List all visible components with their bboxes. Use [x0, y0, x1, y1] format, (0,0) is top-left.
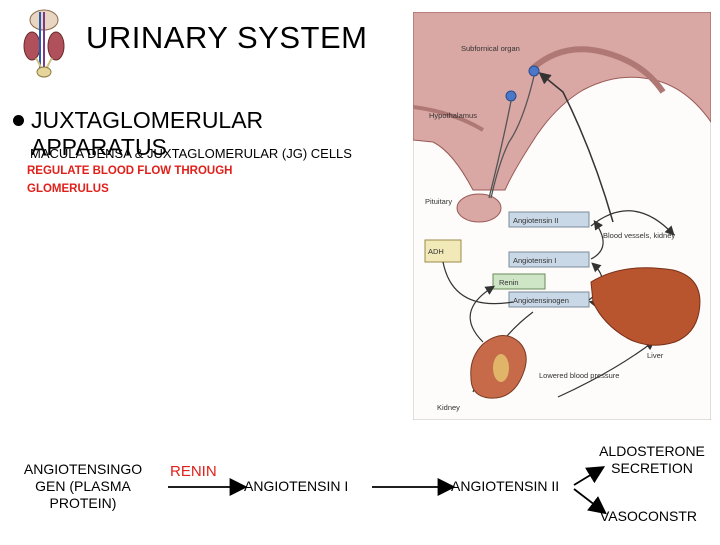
- kidney-anatomy-icon: [14, 6, 74, 78]
- flow-angiotensin-1: ANGIOTENSIN I: [244, 478, 349, 494]
- liver-label: Liver: [647, 351, 664, 360]
- kidney-label: Kidney: [437, 403, 460, 412]
- renin-angiotensin-diagram: Subfornical organ Hypothalamus Pituitary…: [412, 11, 712, 421]
- subfornical-dot: [528, 65, 540, 77]
- hypothalamus-dot: [505, 90, 517, 102]
- adh-label: ADH: [428, 247, 444, 256]
- hypothalamus-label: Hypothalamus: [429, 111, 477, 120]
- angiotensin1-label: Angiotensin I: [513, 256, 556, 265]
- page-title: URINARY SYSTEM: [86, 20, 368, 55]
- pituitary-gland: [456, 193, 502, 223]
- blood-vessels-label: Blood vessels, kidney: [603, 231, 675, 240]
- liver-shape: [590, 267, 701, 346]
- renin-label: Renin: [499, 278, 519, 287]
- subfornical-label: Subfornical organ: [461, 44, 520, 53]
- flow-renin: RENIN: [170, 463, 217, 480]
- flow-vasoconstriction: VASOCONSTR: [600, 508, 697, 524]
- brain-shape: [412, 11, 712, 191]
- pituitary-label: Pituitary: [425, 197, 452, 206]
- bullet-icon: [13, 115, 24, 126]
- regulate-text-line2: GLOMERULUS: [27, 183, 109, 195]
- section-heading: JUXTAGLOMERULAR: [31, 107, 264, 133]
- flow-angiotensin-2: ANGIOTENSIN II: [451, 478, 560, 494]
- angiotensinogen-label: Angiotensinogen: [513, 296, 569, 305]
- cells-description: MACULA DENSA & JUXTAGLOMERULAR (JG) CELL…: [30, 146, 352, 161]
- flow-angiotensinogen: ANGIOTENSINGO GEN (PLASMA PROTEIN): [23, 461, 143, 511]
- lowered-bp-label: Lowered blood pressure: [539, 371, 619, 380]
- angiotensin2-label: Angiotensin II: [513, 216, 558, 225]
- regulate-text-line1: REGULATE BLOOD FLOW THROUGH: [27, 165, 233, 177]
- flow-aldosterone: ALDOSTERONE SECRETION: [599, 443, 705, 476]
- section-heading-continued: APPARATUS: [31, 134, 167, 160]
